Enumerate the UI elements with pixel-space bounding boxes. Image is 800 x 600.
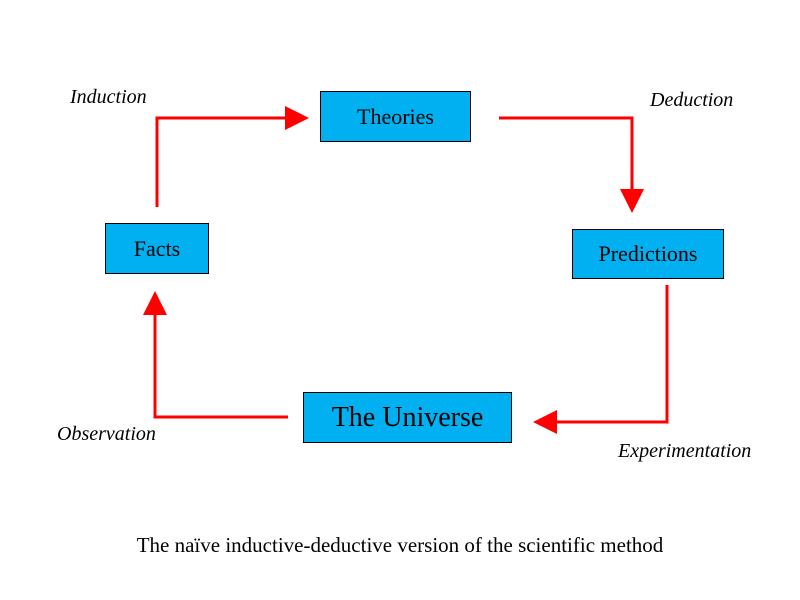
- edge-label-experimentation: Experimentation: [618, 440, 752, 462]
- arrow-deduction: [499, 116, 644, 213]
- arrow-observation: [143, 291, 288, 419]
- edge-label-deduction: Deduction: [650, 89, 734, 111]
- diagram-caption: The naïve inductive-deductive version of…: [136, 533, 664, 557]
- edge-label-induction: Induction: [70, 86, 147, 108]
- node-theories: Theories: [320, 91, 471, 142]
- node-facts: Facts: [105, 223, 209, 274]
- node-the-universe: The Universe: [303, 392, 512, 443]
- node-facts-label: Facts: [133, 235, 181, 261]
- edge-label-observation: Observation: [57, 423, 156, 445]
- node-theories-label: Theories: [357, 103, 434, 129]
- arrow-experimentation: [533, 285, 669, 434]
- arrow-induction: [155, 106, 309, 207]
- node-predictions: Predictions: [572, 229, 724, 279]
- node-the-universe-label: The Universe: [331, 401, 484, 433]
- node-predictions-label: Predictions: [598, 241, 698, 266]
